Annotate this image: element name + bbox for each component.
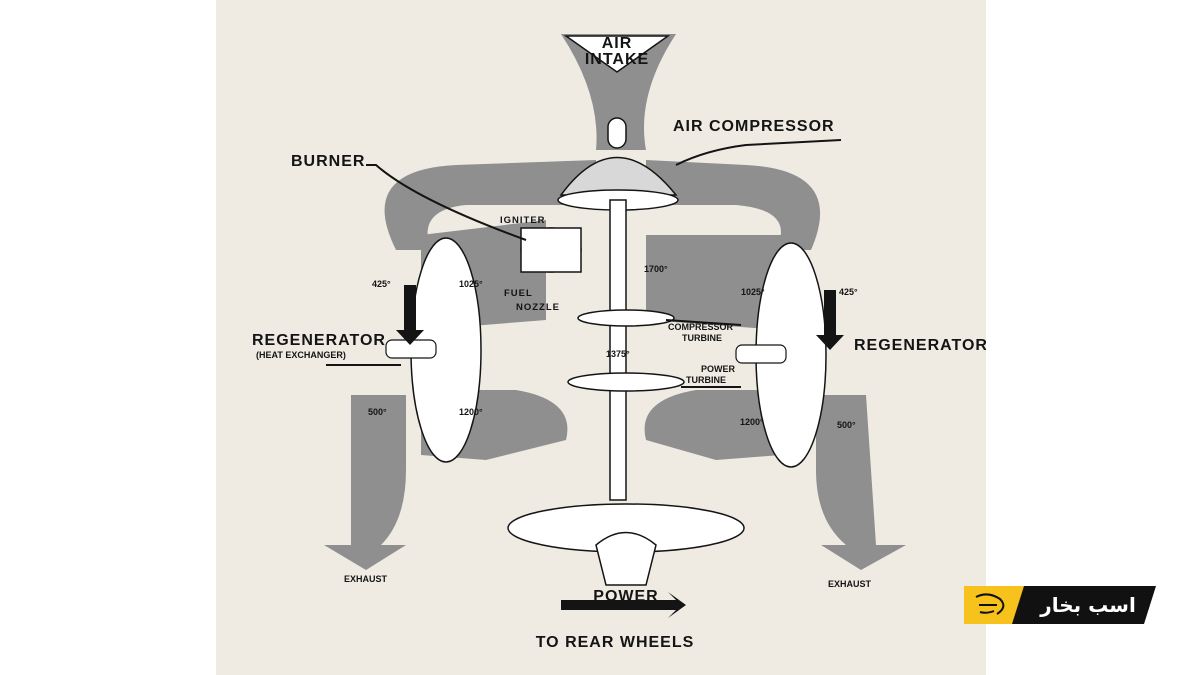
upper-duct-left (384, 160, 596, 250)
lower-duct-right (644, 390, 781, 460)
watermark-logo-badge (964, 586, 1156, 624)
heat-exchanger-label: (HEAT EXCHANGER) (256, 350, 346, 360)
upper-duct-right (646, 160, 821, 250)
turbine-diagram: AIR INTAKE AIR COMPRESSOR BURNER IGNITER… (252, 34, 986, 651)
temp-1025-left: 1025° (459, 279, 483, 289)
temp-1025-right: 1025° (741, 287, 765, 297)
right-hot-duct (646, 235, 781, 330)
air-compressor-label: AIR COMPRESSOR (673, 118, 835, 135)
regenerator-right-label: REGENERATOR (854, 337, 986, 354)
power-turbine-label-1: POWER (701, 364, 736, 374)
burner-can (520, 227, 582, 273)
poster: AIR INTAKE AIR COMPRESSOR BURNER IGNITER… (216, 0, 986, 675)
temp-1700: 1700° (644, 264, 668, 274)
temp-500-right: 500° (837, 420, 856, 430)
watermark-text: اسب بخار (1040, 593, 1136, 617)
regenerator-left-label: REGENERATOR (252, 332, 386, 349)
compressor-turbine-label-1: COMPRESSOR (668, 322, 734, 332)
fuel-nozzle-label-2: NOZZLE (516, 302, 560, 313)
air-intake-label-1: AIR (602, 35, 633, 52)
compressor-turbine-label-2: TURBINE (682, 333, 722, 343)
exhaust-right-label: EXHAUST (828, 579, 872, 589)
exhaust-duct-left (324, 395, 406, 570)
burner-label: BURNER (291, 153, 365, 170)
power-label: POWER (593, 588, 658, 605)
temp-500-left: 500° (368, 407, 387, 417)
intake-funnel (561, 34, 676, 150)
to-rear-wheels-label: TO REAR WHEELS (536, 634, 695, 651)
exhaust-duct-right (816, 395, 906, 570)
temp-425-right: 425° (839, 287, 858, 297)
flow-arrows (396, 285, 844, 618)
temp-425-left: 425° (372, 279, 391, 289)
igniter-label: IGNITER (500, 215, 546, 226)
horse-logo-icon (975, 593, 1005, 615)
air-intake-arrow (563, 35, 671, 73)
regenerator-right-disc (735, 242, 827, 468)
fuel-nozzle-label-1: FUEL (504, 288, 533, 299)
arrow-ring-power (561, 592, 686, 618)
temp-1200-right: 1200° (740, 417, 764, 427)
arrow-regen-left-down (396, 285, 424, 345)
compressor-assembly (507, 117, 745, 586)
exhaust-left-label: EXHAUST (344, 574, 388, 584)
regenerator-left-disc (385, 237, 482, 463)
temp-1200-left: 1200° (459, 407, 483, 417)
temp-1375: 1375° (606, 349, 630, 359)
leader-lines (326, 139, 842, 388)
air-ducts (324, 34, 906, 570)
arrow-regen-right-down (816, 290, 844, 350)
power-turbine-label-2: TURBINE (686, 375, 726, 385)
air-intake-label-2: INTAKE (585, 51, 649, 68)
